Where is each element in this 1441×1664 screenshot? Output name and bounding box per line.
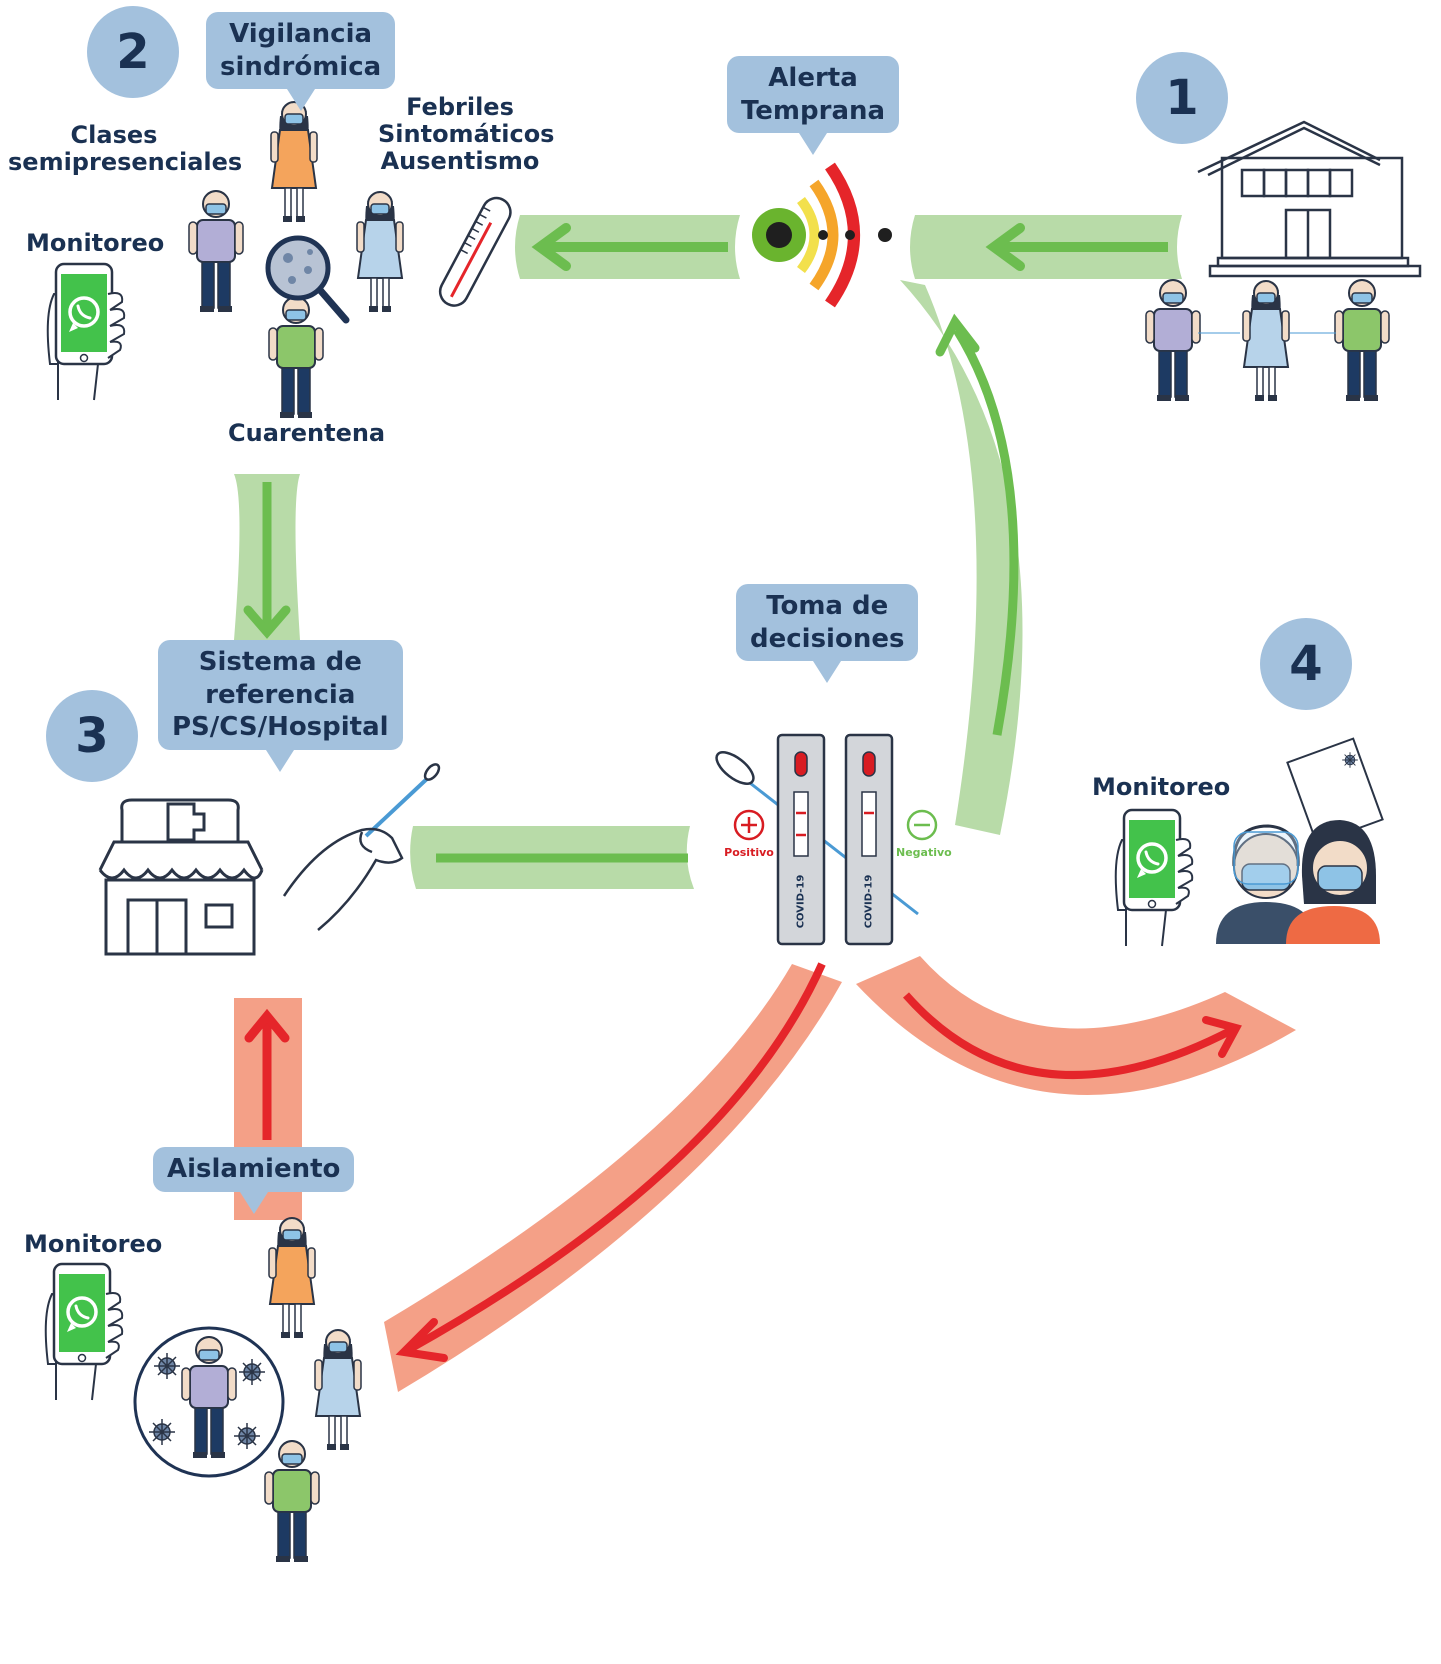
label-line: semipresenciales — [8, 147, 243, 176]
kid-figure — [268, 295, 324, 419]
bubble-text: Alerta — [768, 63, 858, 93]
label-monitoreo: Monitoreo — [26, 229, 165, 257]
covid-test-icon — [715, 733, 938, 946]
bubble-text: referencia — [205, 679, 356, 710]
bubble-text: sindrómica — [220, 51, 382, 82]
thermometer-icon — [438, 196, 512, 307]
stage-number-4: 4 — [1260, 618, 1352, 710]
kid-figure — [1242, 280, 1290, 402]
kid-figure — [264, 1439, 320, 1563]
bubble-text: Aislamiento — [167, 1154, 341, 1184]
alert-signal-icon — [752, 162, 892, 308]
label-febriles: Febriles Sintomáticos Ausentismo — [378, 93, 555, 175]
bubble-text: Vigilancia — [229, 19, 373, 49]
phone-icon — [46, 262, 126, 402]
isolation-circle — [133, 1326, 285, 1478]
bubble-text: Sistema de — [198, 647, 362, 677]
kid-figure — [188, 189, 244, 313]
kid-figure — [1334, 278, 1390, 402]
label-line: Sintomáticos — [378, 119, 555, 148]
phone-icon — [1114, 808, 1194, 948]
bubble-toma-decisiones: Toma de decisiones — [736, 584, 919, 683]
label-line: Febriles — [406, 93, 514, 121]
label-monitoreo: Monitoreo — [1092, 773, 1231, 801]
bubble-sistema-referencia: Sistema de referencia PS/CS/Hospital — [158, 640, 403, 771]
label-monitoreo: Monitoreo — [24, 1230, 163, 1258]
stage-number-2: 2 — [87, 6, 179, 98]
label-line: Ausentismo — [380, 146, 540, 175]
label-line: Clases — [70, 121, 158, 149]
kid-figure — [356, 191, 404, 313]
label-positivo: Positivo — [724, 846, 774, 859]
label-cuarentena: Cuarentena — [228, 419, 386, 447]
bubble-alerta: Alerta Temprana — [727, 56, 900, 155]
label-clases: Clases semipresenciales — [8, 121, 243, 176]
bubble-text: Temprana — [741, 95, 886, 126]
label-negativo: Negativo — [896, 846, 952, 859]
bubble-aislamiento: Aislamiento — [153, 1147, 355, 1213]
bubble-text: PS/CS/Hospital — [172, 712, 389, 742]
bubble-text: decisiones — [750, 623, 905, 654]
phone-icon — [44, 1262, 124, 1402]
kid-figure — [314, 1329, 362, 1451]
stage-number-1: 1 — [1136, 52, 1228, 144]
stage-number-3: 3 — [46, 690, 138, 782]
magnifier-icon — [265, 235, 350, 324]
cassette-label: COVID-19 — [795, 874, 807, 929]
kid-figure — [270, 101, 318, 223]
bubble-text: Toma de — [766, 591, 889, 621]
kid-figure — [268, 1217, 316, 1339]
bubble-vigilancia: Vigilancia sindrómica — [206, 12, 396, 111]
cassette-label: COVID-19 — [863, 874, 875, 929]
kid-figure — [1145, 278, 1201, 402]
masked-adults-icon — [1216, 820, 1380, 944]
school-icon — [1197, 120, 1422, 278]
clinic-icon — [98, 798, 264, 956]
swab-hand-icon — [282, 763, 441, 931]
